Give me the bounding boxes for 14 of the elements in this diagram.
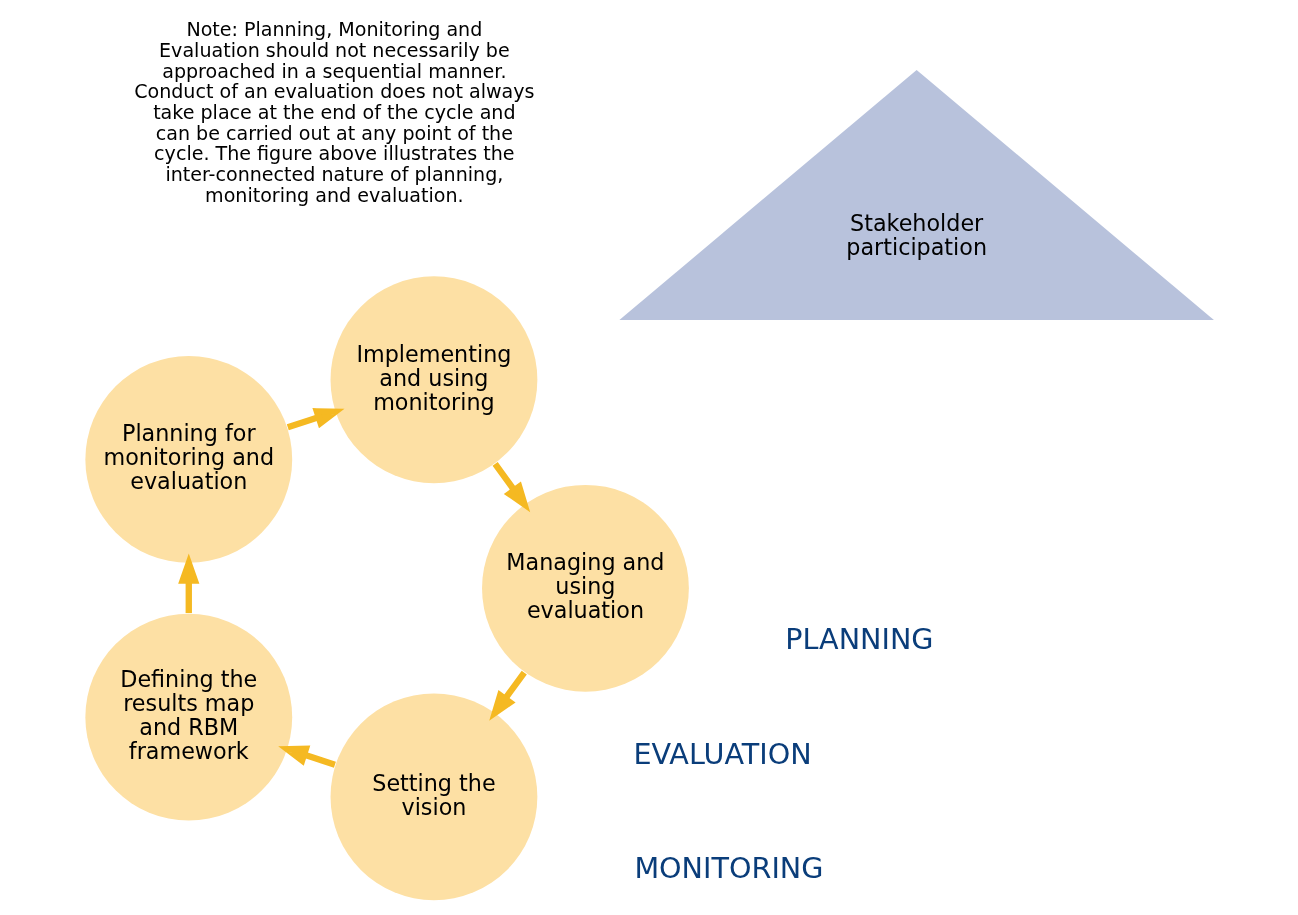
label: Note: Planning, Monitoring and Evaluation should not necessarily be approached in a sequential manner. Conduct of an evaluation does not always take place at the end of the cycle and can be carried out at any point of the cycle. The figure above illustrates the inter-connected nature of planning, monitoring and evaluation. xyxy=(133,18,535,207)
arrow xyxy=(492,462,530,513)
label: PLANNING xyxy=(784,622,934,657)
arrow xyxy=(286,408,344,431)
arrow xyxy=(277,745,336,768)
node-circle: Defining the results map and RBM framework xyxy=(84,613,292,821)
arrow xyxy=(177,553,199,614)
label: EVALUATION xyxy=(632,736,812,771)
node-circle: Planning for monitoring and evaluation xyxy=(84,356,292,563)
node-circle: Setting the vision xyxy=(330,693,537,901)
arrow xyxy=(488,670,527,721)
node-circle: Implementing and using monitoring xyxy=(330,276,537,484)
node-circle: Managing and using evaluation xyxy=(481,484,689,692)
label: MONITORING xyxy=(633,851,823,886)
